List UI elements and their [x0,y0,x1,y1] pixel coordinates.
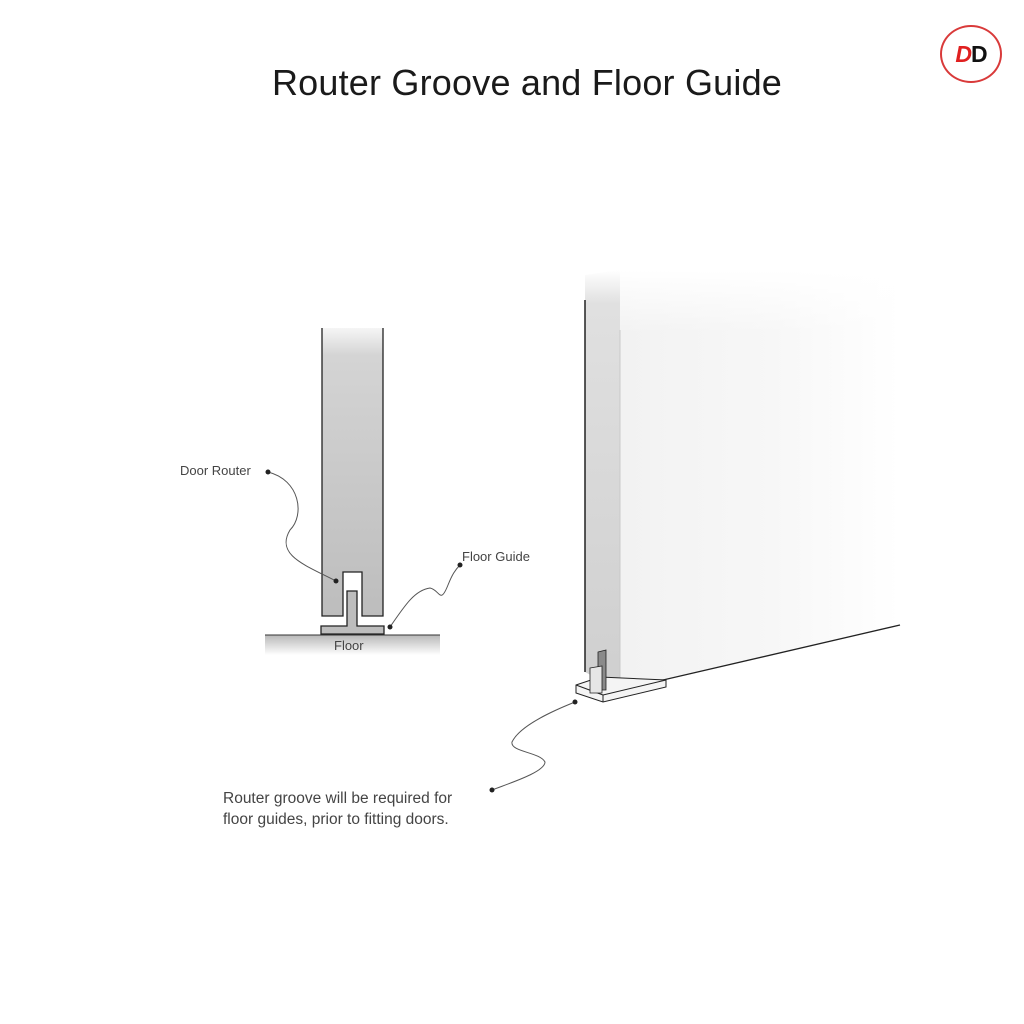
door-router-label: Door Router [180,463,251,478]
page-title: Router Groove and Floor Guide [271,62,783,103]
logo-letter-red: D [955,40,972,67]
perspective-door-view [489,270,901,793]
router-groove-note: Router groove will be required for floor… [223,788,452,830]
floor-guide-label: Floor Guide [462,549,530,564]
logo-letter-black: D [971,40,988,67]
floor-label: Floor [334,638,364,653]
note-line-2: floor guides, prior to fitting doors. [223,811,449,828]
note-line-1: Router groove will be required for [223,790,453,807]
cross-section-view [265,310,463,655]
